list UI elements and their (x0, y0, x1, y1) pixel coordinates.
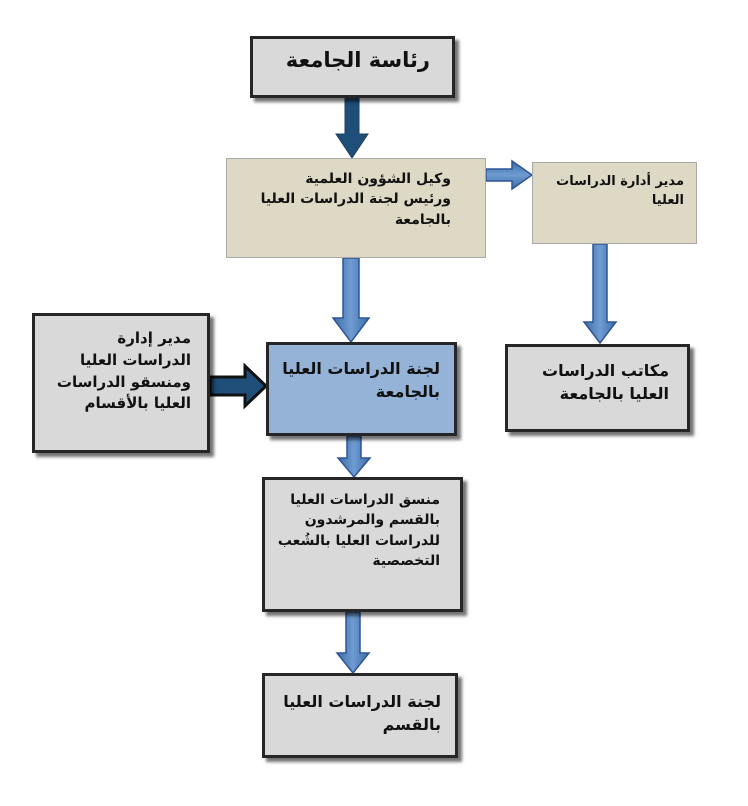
box-dept-grad-committee-label: لجنة الدراسات العليا بالقسم (283, 692, 441, 735)
arrow-grad-director-to-offices (582, 243, 618, 345)
box-dept-coordinator-advisors-label: منسق الدراسات العليا بالقسم والمرشدون لل… (277, 492, 440, 569)
box-university-presidency: رئاسة الجامعة (250, 36, 455, 98)
arrow-dept-coordinator-to-dept-committee (335, 611, 371, 675)
box-dept-coordinator-advisors: منسق الدراسات العليا بالقسم والمرشدون لل… (262, 477, 463, 612)
box-university-grad-committee: لجنة الدراسات العليا بالجامعة (266, 342, 457, 436)
arrow-vice-president-to-grad-director (485, 159, 534, 191)
box-grad-offices-label: مكاتب الدراسات العليا بالجامعة (542, 361, 669, 404)
box-grad-director-coordinators: مدير إدارة الدراسات العليا ومنسقو الدراس… (32, 313, 210, 453)
arrow-vice-president-to-committee (331, 257, 371, 344)
box-grad-director-label: مدير أدارة الدراسات العليا (556, 174, 684, 208)
arrow-committee-to-dept-coordinator (336, 435, 372, 479)
box-dept-grad-committee: لجنة الدراسات العليا بالقسم (262, 673, 458, 758)
box-vice-president-label: وكيل الشؤون العلمية ورئيس لجنة الدراسات … (260, 171, 451, 228)
box-grad-director: مدير أدارة الدراسات العليا (532, 162, 697, 244)
arrow-presidency-to-vice-president (335, 97, 369, 159)
box-grad-offices: مكاتب الدراسات العليا بالجامعة (505, 344, 690, 432)
box-university-presidency-label: رئاسة الجامعة (285, 48, 430, 72)
arrow-coordinators-to-committee (208, 362, 269, 410)
box-university-grad-committee-label: لجنة الدراسات العليا بالجامعة (282, 359, 440, 402)
box-grad-director-coordinators-label: مدير إدارة الدراسات العليا ومنسقو الدراس… (56, 329, 191, 413)
box-vice-president: وكيل الشؤون العلمية ورئيس لجنة الدراسات … (226, 158, 486, 258)
